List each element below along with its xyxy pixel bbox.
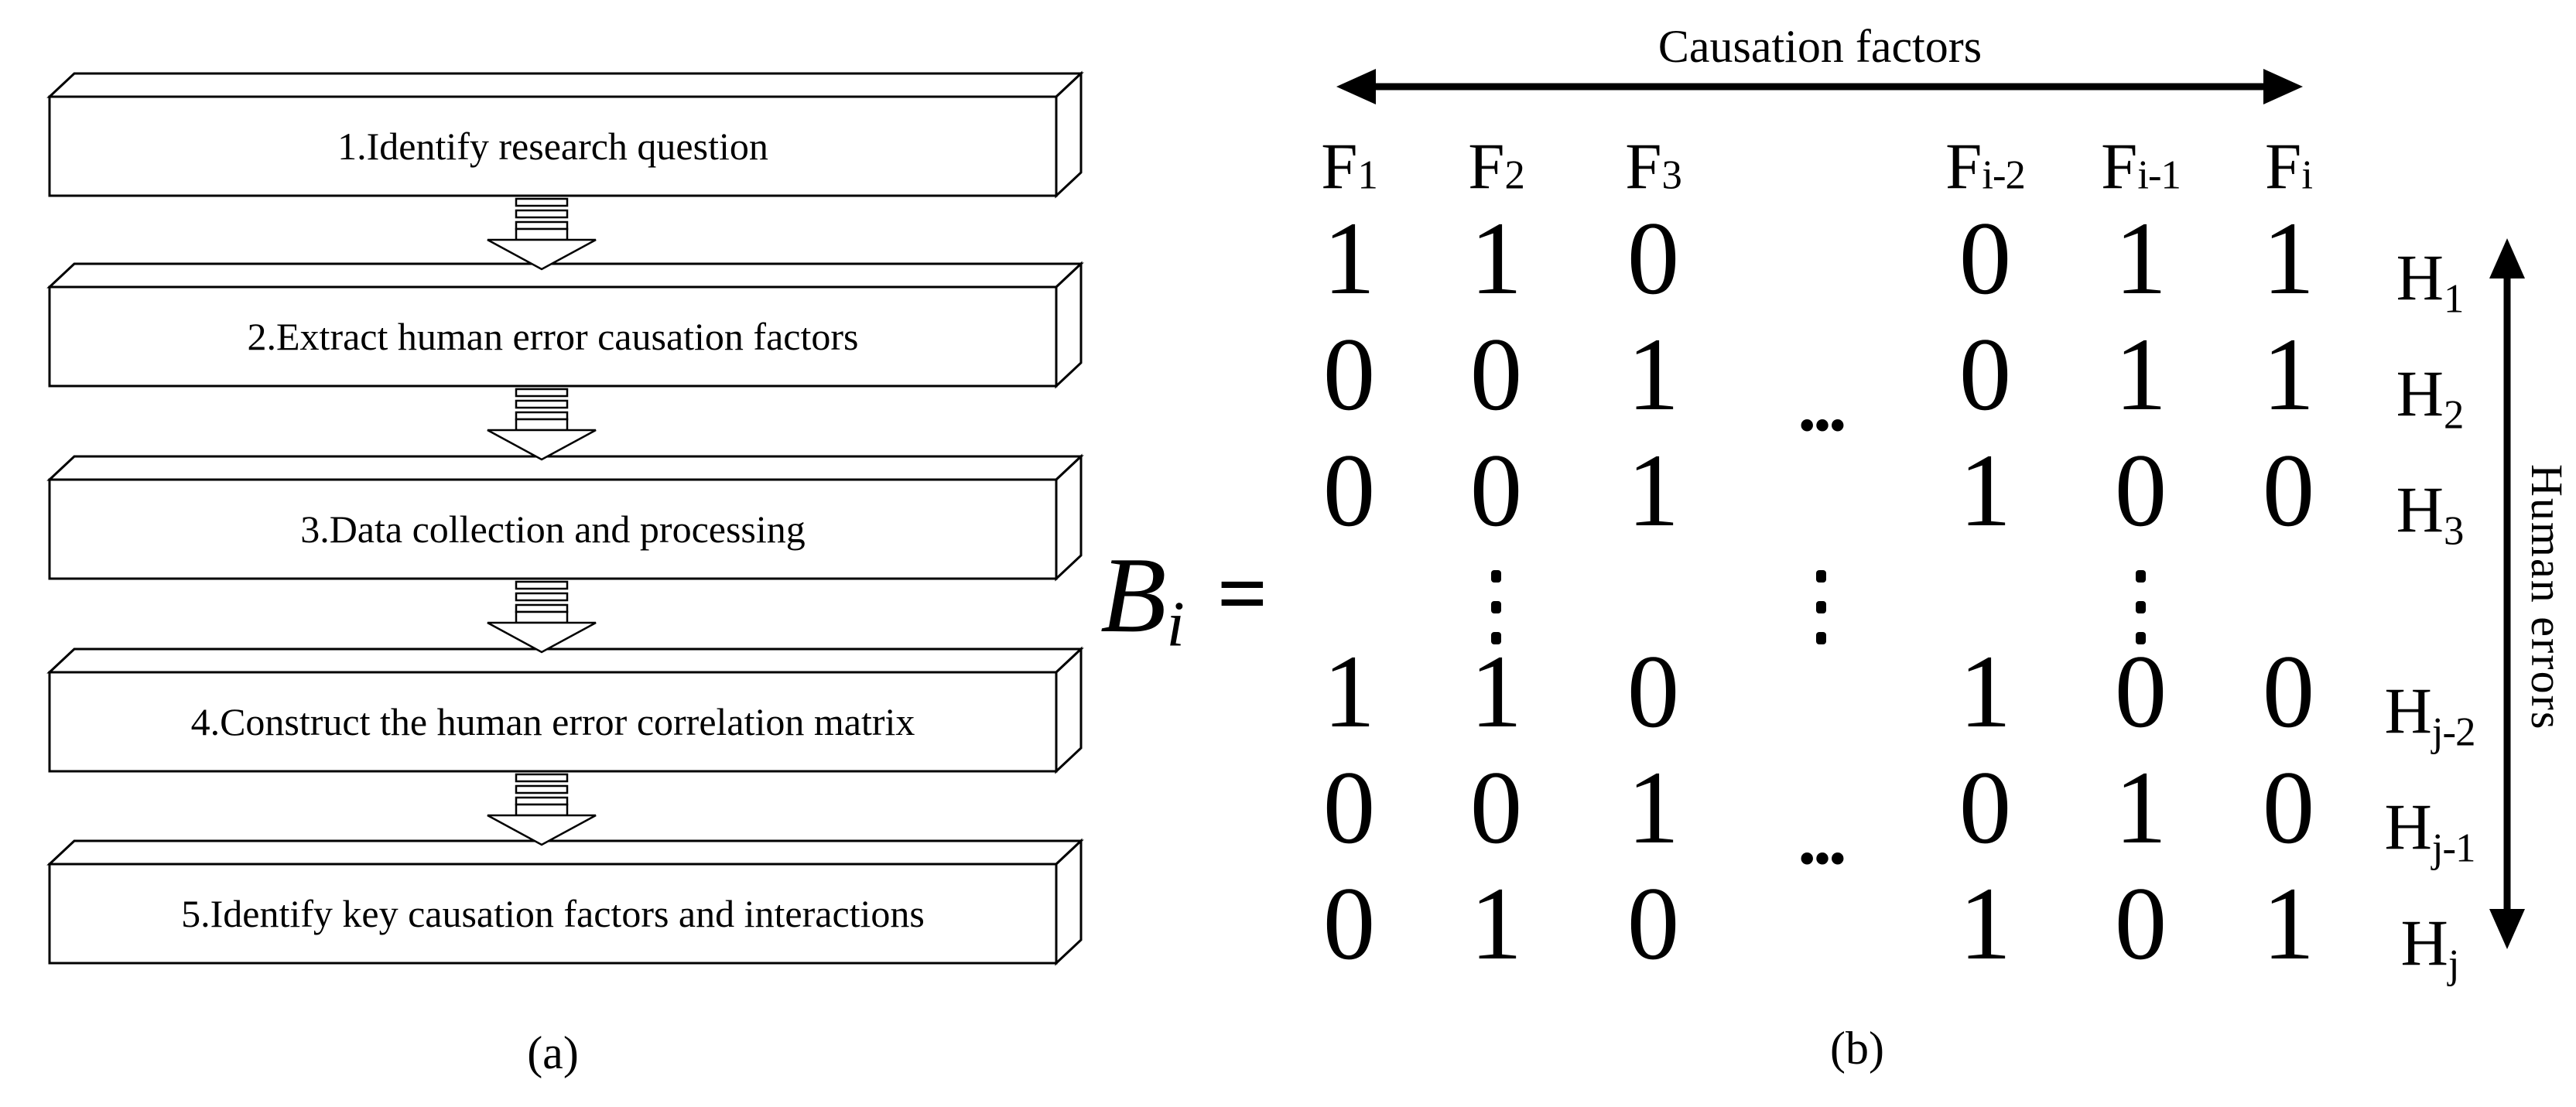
matrix-cell-5-1: 0 <box>1469 750 1523 866</box>
matrix-vdots-3-1 <box>1421 565 1571 650</box>
flow-down-arrow-icon-4 <box>487 773 597 846</box>
flow-box-3d-5 <box>46 838 1084 966</box>
equation-subscript: i <box>1166 588 1185 661</box>
equation-bi: Bi= <box>1100 542 1268 657</box>
matrix-cell-0-5: 1 <box>2114 201 2167 316</box>
matrix-col-header-4 <box>1736 116 1906 217</box>
matrix-cell-5-0: 0 <box>1322 750 1376 866</box>
matrix-cell-4-0: 1 <box>1322 634 1376 750</box>
matrix-cell-4-3 <box>1736 650 1906 766</box>
matrix-row-label-4 <box>2360 565 2499 650</box>
matrix-cell-2-3 <box>1736 449 1906 565</box>
columns-axis-label: Causation factors <box>1657 21 1982 72</box>
matrix-hdots-1-3: ... <box>1798 364 1846 446</box>
matrix-cell-6-3 <box>1736 882 1906 998</box>
caption-b: (b) <box>1830 1023 1884 1074</box>
flow-step-5-label: 5.Identify key causation factors and int… <box>181 892 925 935</box>
matrix-cell-4-2: 0 <box>1627 634 1680 750</box>
matrix-cell-4-6: 0 <box>2262 634 2315 750</box>
matrix-cell-4-4: 1 <box>1959 634 2012 750</box>
matrix-cell-5-2: 1 <box>1627 750 1680 866</box>
matrix-cell-1-0: 0 <box>1322 317 1376 432</box>
matrix-cell-0-1: 1 <box>1469 201 1523 316</box>
matrix-cell-1-2: 1 <box>1627 317 1680 432</box>
matrix-cell-4-1: 1 <box>1469 634 1523 750</box>
matrix-cell-6-1: 1 <box>1469 866 1523 982</box>
matrix-cell-0-0: 1 <box>1322 201 1376 316</box>
equation-operator: = <box>1216 545 1268 643</box>
matrix-cell-2-5: 0 <box>2114 433 2167 548</box>
matrix-corner <box>2360 116 2499 217</box>
caption-a: (a) <box>527 1027 579 1078</box>
matrix-hdots-5-3: ... <box>1798 798 1846 880</box>
flow-down-arrow-icon-3 <box>487 580 597 654</box>
vertical-ellipsis-icon <box>2136 570 2146 644</box>
matrix-vdots-3-3 <box>1736 565 1906 650</box>
flow-step-1-label: 1.Identify research question <box>337 125 768 168</box>
matrix-cell-2-0: 0 <box>1322 433 1376 548</box>
matrix-cell-5-4: 0 <box>1959 750 2012 866</box>
flow-box-3d-1 <box>46 70 1084 199</box>
matrix-cell-1-6: 1 <box>2262 317 2315 432</box>
flow-box-3d-2 <box>46 261 1084 389</box>
flow-down-arrow-icon-1 <box>487 197 597 271</box>
flow-step-2-label: 2.Extract human error causation factors <box>247 315 859 358</box>
matrix-cell-0-2: 0 <box>1627 201 1680 316</box>
matrix-cell-5-6: 0 <box>2262 750 2315 866</box>
matrix-cell-2-1: 0 <box>1469 433 1523 548</box>
flow-step-4-label: 4.Construct the human error correlation … <box>190 700 915 743</box>
matrix-cell-1-5: 1 <box>2114 317 2167 432</box>
vertical-ellipsis-icon <box>1815 570 1826 644</box>
matrix-cell-0-3 <box>1736 217 1906 333</box>
flow-box-3d-3 <box>46 453 1084 582</box>
matrix-cell-6-6: 1 <box>2262 866 2315 982</box>
matrix-cell-0-6: 1 <box>2262 201 2315 316</box>
matrix-cell-5-5: 1 <box>2114 750 2167 866</box>
matrix-vdots-3-5 <box>2065 565 2217 650</box>
matrix-cell-1-1: 0 <box>1469 317 1523 432</box>
flow-box-3d-4 <box>46 646 1084 774</box>
matrix-cell-1-4: 0 <box>1959 317 2012 432</box>
matrix-cell-6-2: 0 <box>1627 866 1680 982</box>
matrix-cell-2-6: 0 <box>2262 433 2315 548</box>
matrix-cell-6-5: 0 <box>2114 866 2167 982</box>
flow-down-arrow-icon-2 <box>487 388 597 461</box>
matrix-cell-6-4: 1 <box>1959 866 2012 982</box>
flow-step-3-label: 3.Data collection and processing <box>300 507 806 551</box>
matrix-cell-6-0: 0 <box>1322 866 1376 982</box>
h-double-arrow-icon <box>1336 69 2303 104</box>
matrix-cell-2-4: 1 <box>1959 433 2012 548</box>
v-double-arrow-icon <box>2489 238 2525 949</box>
matrix-cell-2-2: 1 <box>1627 433 1680 548</box>
matrix-cell-0-4: 0 <box>1959 201 2012 316</box>
vertical-ellipsis-icon <box>1491 570 1501 644</box>
matrix-cell-4-5: 0 <box>2114 634 2167 750</box>
rows-axis-label: Human errors <box>2522 464 2572 731</box>
equation-symbol: B <box>1100 535 1167 655</box>
